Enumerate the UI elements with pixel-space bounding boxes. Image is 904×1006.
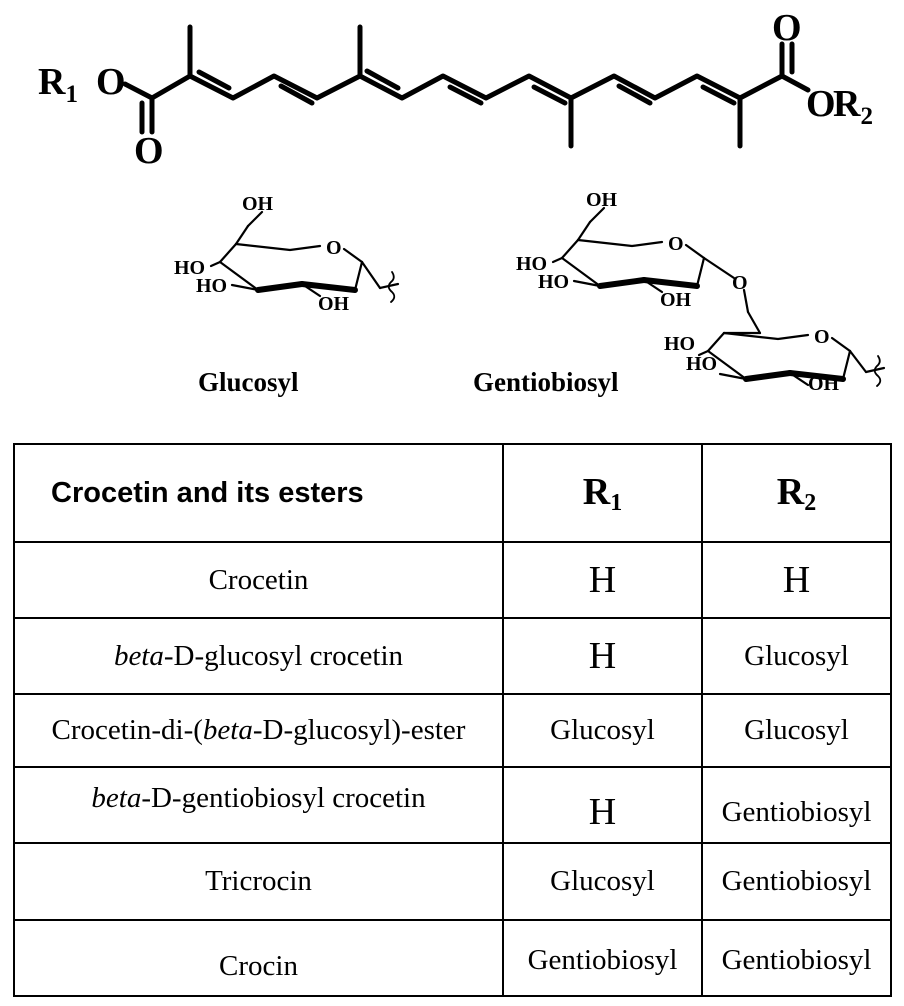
- header-r2: R2: [701, 443, 892, 543]
- crocetin-esters-table: Crocetin and its esters R1 R2 Crocetin H…: [13, 443, 892, 997]
- r1-cell: H: [502, 766, 703, 844]
- r2-cell: Gentiobiosyl: [701, 766, 892, 844]
- gentiobiosyl-lower-ring-oxygen: O: [814, 326, 830, 348]
- compound-name-cell: beta-D-gentiobiosyl crocetin: [13, 766, 504, 844]
- r1-label: R1: [38, 61, 78, 108]
- glucosyl-oh-top: OH: [242, 193, 274, 215]
- r2-cell: Gentiobiosyl: [701, 919, 892, 997]
- r2-label: R2: [833, 83, 873, 130]
- gentiobiosyl-upper-ring-oxygen: O: [668, 233, 684, 255]
- gentiobiosyl-lower-ho-lower: HO: [686, 353, 717, 375]
- right-carbonyl-oxygen: O: [772, 7, 802, 49]
- gentiobiosyl-upper-ho-lower: HO: [538, 271, 569, 293]
- crocetin-backbone: [122, 24, 811, 149]
- glucosyl-oh-bottom: OH: [318, 293, 350, 315]
- header-crocetin-esters: Crocetin and its esters: [13, 443, 504, 543]
- compound-name-cell: Tricrocin: [13, 842, 504, 921]
- glucosyl-caption: Glucosyl: [198, 367, 299, 397]
- table-row: beta-D-glucosyl crocetin H Glucosyl: [13, 617, 892, 695]
- gentiobiosyl-upper-ho-left: HO: [516, 253, 547, 275]
- compound-name-cell: Crocetin: [13, 541, 504, 619]
- r1-cell: Gentiobiosyl: [502, 919, 703, 997]
- table-row: Tricrocin Glucosyl Gentiobiosyl: [13, 842, 892, 921]
- glucosyl-ring-oxygen: O: [326, 237, 342, 259]
- r2-cell: H: [701, 541, 892, 619]
- gentiobiosyl-structure: OH O HO HO OH O O HO HO OH Gentiobiosyl: [473, 189, 886, 397]
- gentiobiosyl-upper-oh-bottom: OH: [660, 289, 692, 311]
- chemical-structure-scheme: R1 O O O O R2: [0, 0, 904, 440]
- compound-name-cell: Crocetin-di-(beta-D-glucosyl)-ester: [13, 693, 504, 768]
- r1-cell: H: [502, 541, 703, 619]
- r1-cell: Glucosyl: [502, 693, 703, 768]
- table-row: Crocin Gentiobiosyl Gentiobiosyl: [13, 919, 892, 997]
- r1-cell: Glucosyl: [502, 842, 703, 921]
- gentiobiosyl-caption: Gentiobiosyl: [473, 367, 619, 397]
- gentiobiosyl-upper-oh-top: OH: [586, 189, 618, 211]
- structure-drawing: R1 O O O O R2: [38, 7, 886, 397]
- table-row: Crocetin H H: [13, 541, 892, 619]
- r1-cell: H: [502, 617, 703, 695]
- compound-name-cell: Crocin: [13, 919, 504, 997]
- r1-ester-oxygen: O: [96, 61, 126, 103]
- r2-cell: Glucosyl: [701, 617, 892, 695]
- gentiobiosyl-lower-ho-left: HO: [664, 333, 695, 355]
- glucosyl-ho-lower: HO: [196, 275, 227, 297]
- gentiobiosyl-link-oxygen: O: [732, 272, 748, 294]
- gentiobiosyl-lower-oh-bottom: OH: [808, 373, 840, 395]
- r2-cell: Gentiobiosyl: [701, 842, 892, 921]
- table-row: Crocetin-di-(beta-D-glucosyl)-ester Gluc…: [13, 693, 892, 768]
- compound-name-cell: beta-D-glucosyl crocetin: [13, 617, 504, 695]
- glucosyl-ho-left: HO: [174, 257, 205, 279]
- r2-cell: Glucosyl: [701, 693, 892, 768]
- header-r1: R1: [502, 443, 703, 543]
- table-row: beta-D-gentiobiosyl crocetin H Gentiobio…: [13, 766, 892, 844]
- left-carbonyl-oxygen: O: [134, 130, 164, 172]
- r2-ester-oxygen: O: [806, 83, 836, 125]
- glucosyl-structure: OH O HO HO OH Glucosyl: [174, 193, 400, 397]
- table-header-row: Crocetin and its esters R1 R2: [13, 443, 892, 543]
